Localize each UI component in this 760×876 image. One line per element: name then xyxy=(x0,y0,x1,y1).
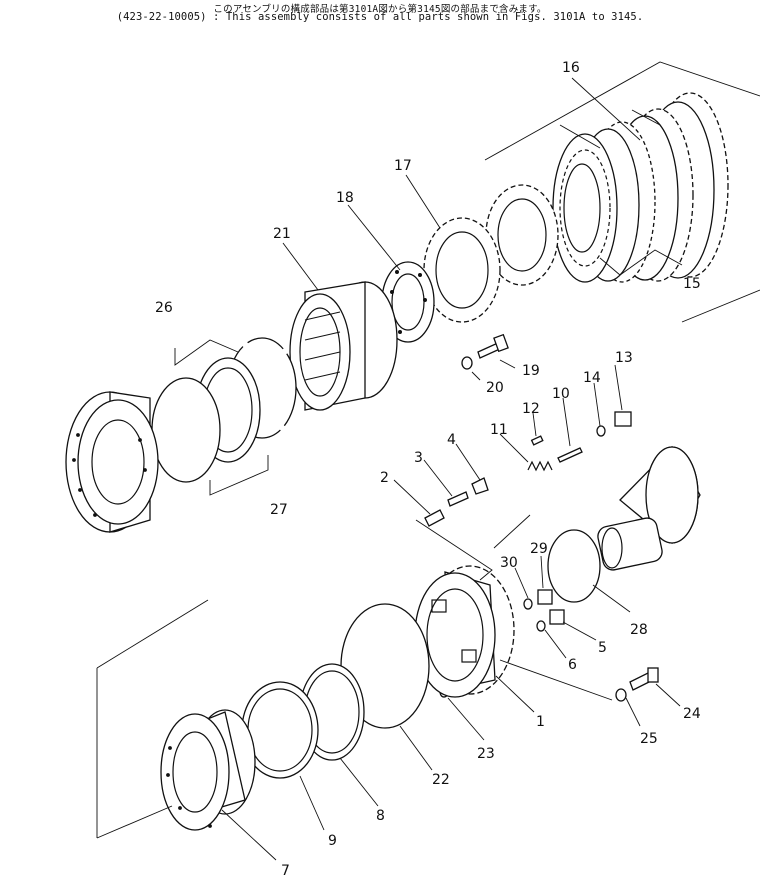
callout-13: 13 xyxy=(615,350,633,366)
part-flange-housing xyxy=(65,391,159,533)
callout-25: 25 xyxy=(640,731,658,747)
part-17-toothed-plate xyxy=(423,184,559,323)
callout-4: 4 xyxy=(447,432,456,448)
parts-26-27-rings xyxy=(151,337,297,496)
callout-labels: 1 2 3 4 5 6 7 8 9 10 11 12 13 14 15 16 1… xyxy=(155,60,701,876)
part-21-drum xyxy=(289,281,398,411)
callout-30: 30 xyxy=(500,555,518,571)
callout-9: 9 xyxy=(328,833,337,849)
callout-26: 26 xyxy=(155,300,173,316)
callout-15: 15 xyxy=(683,276,701,292)
leader-lines xyxy=(221,77,681,861)
part-9-ring xyxy=(241,681,319,779)
callout-17: 17 xyxy=(394,158,412,174)
part-7-cover xyxy=(160,709,256,831)
assembly-guide-lines xyxy=(96,514,613,839)
callout-29: 29 xyxy=(530,541,548,557)
callout-5: 5 xyxy=(598,640,607,656)
callout-11: 11 xyxy=(490,422,508,438)
part-output-shaft xyxy=(597,445,701,571)
callout-10: 10 xyxy=(552,386,570,402)
disc-stack-15-16 xyxy=(484,61,760,323)
header-japanese-note: このアセンブリの構成部品は第3101A図から第3145図の部品まで含みます。 xyxy=(213,4,547,15)
callout-6: 6 xyxy=(568,657,577,673)
callout-2: 2 xyxy=(380,470,389,486)
part-1-housing xyxy=(414,565,515,698)
callout-7: 7 xyxy=(281,863,290,876)
callout-21: 21 xyxy=(273,226,291,242)
callout-1: 1 xyxy=(536,714,545,730)
callout-18: 18 xyxy=(336,190,354,206)
callout-16: 16 xyxy=(562,60,580,76)
callout-27: 27 xyxy=(270,502,288,518)
callout-24: 24 xyxy=(683,706,701,722)
part-28-o-ring xyxy=(547,529,601,603)
callout-23: 23 xyxy=(477,746,495,762)
callout-19: 19 xyxy=(522,363,540,379)
callout-14: 14 xyxy=(583,370,601,386)
header-english-note: (423-22-10005) : This assembly consists … xyxy=(116,11,644,23)
callout-28: 28 xyxy=(630,622,648,638)
callout-12: 12 xyxy=(522,401,540,417)
callout-8: 8 xyxy=(376,808,385,824)
callout-22: 22 xyxy=(432,772,450,788)
callout-20: 20 xyxy=(486,380,504,396)
callout-3: 3 xyxy=(414,450,423,466)
